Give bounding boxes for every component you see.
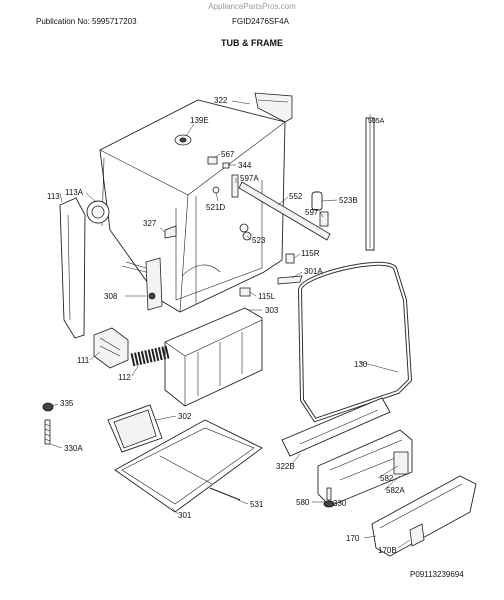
callout-330a: 330A (64, 444, 83, 453)
callout-115l: 115L (258, 292, 276, 301)
callout-113a: 113A (65, 188, 84, 197)
section-title: TUB & FRAME (221, 38, 283, 48)
callout-505a: 505A (368, 118, 385, 125)
foot-580 (323, 487, 335, 508)
callout-531: 531 (250, 500, 264, 509)
callout-112: 112 (118, 373, 131, 382)
callout-567: 567 (221, 150, 235, 159)
plug-521d (212, 186, 220, 194)
base-frame-303 (164, 307, 263, 407)
tub-322 (99, 92, 293, 313)
callout-322b: 322B (276, 462, 295, 471)
callout-582: 582 (380, 474, 394, 483)
callout-580: 580 (296, 498, 310, 507)
callout-582a: 582A (386, 486, 405, 495)
part-344 (222, 162, 230, 169)
base-pan-301 (114, 419, 263, 513)
callout-597: 597 (305, 208, 319, 217)
foot-335 (42, 402, 54, 412)
part-567 (207, 156, 218, 165)
callout-335: 335 (60, 399, 74, 408)
callout-523b: 523B (339, 196, 358, 205)
bracket-115r (285, 253, 295, 264)
callout-170: 170 (346, 534, 360, 543)
screw-330a (44, 419, 51, 445)
clip-170b (409, 523, 425, 547)
callout-327: 327 (143, 219, 157, 228)
kick-plate-170 (371, 475, 477, 557)
callout-labels: 322 505A 139E 567 344 597A 552 523B 113 … (47, 96, 405, 555)
callout-301a: 301A (304, 267, 323, 276)
callout-115r: 115R (301, 249, 320, 258)
callout-302: 302 (178, 412, 192, 421)
bracket-115l (239, 287, 251, 297)
wire-531 (209, 487, 241, 501)
callout-111: 111 (77, 356, 90, 365)
callout-322: 322 (214, 96, 228, 105)
part-597 (319, 211, 329, 227)
callout-344: 344 (238, 161, 252, 170)
hose-112 (130, 345, 170, 367)
bracket-582 (317, 429, 413, 507)
callout-521d: 521D (206, 203, 225, 212)
model-number: FGID2476SF4A (232, 17, 289, 26)
watermark: AppliancePartsPros.com (208, 2, 296, 11)
part-597a (231, 174, 239, 198)
callout-113: 113 (47, 192, 60, 201)
side-trim-113 (59, 197, 110, 339)
callout-552: 552 (289, 192, 303, 201)
callout-308: 308 (104, 292, 118, 301)
clip-327 (164, 225, 177, 239)
part-301a (277, 275, 303, 285)
spray-arm-139e (174, 134, 192, 146)
callout-301: 301 (178, 511, 192, 520)
seal-130 (297, 261, 413, 423)
callout-170b: 170B (378, 546, 397, 555)
callout-330: 330 (333, 499, 347, 508)
callout-303: 303 (265, 306, 279, 315)
callout-139e: 139E (190, 116, 209, 125)
callout-597a: 597A (240, 174, 259, 183)
rail-322b (281, 397, 391, 457)
leader-lines (49, 100, 411, 549)
callout-130: 130 (354, 360, 368, 369)
figure-id: P09113239694 (410, 570, 464, 579)
publication-number: Publication No: 5995717203 (36, 17, 137, 26)
rail-552 (238, 181, 331, 241)
callout-523: 523 (252, 236, 266, 245)
hinge-308 (121, 257, 163, 311)
pump-111 (93, 327, 129, 369)
